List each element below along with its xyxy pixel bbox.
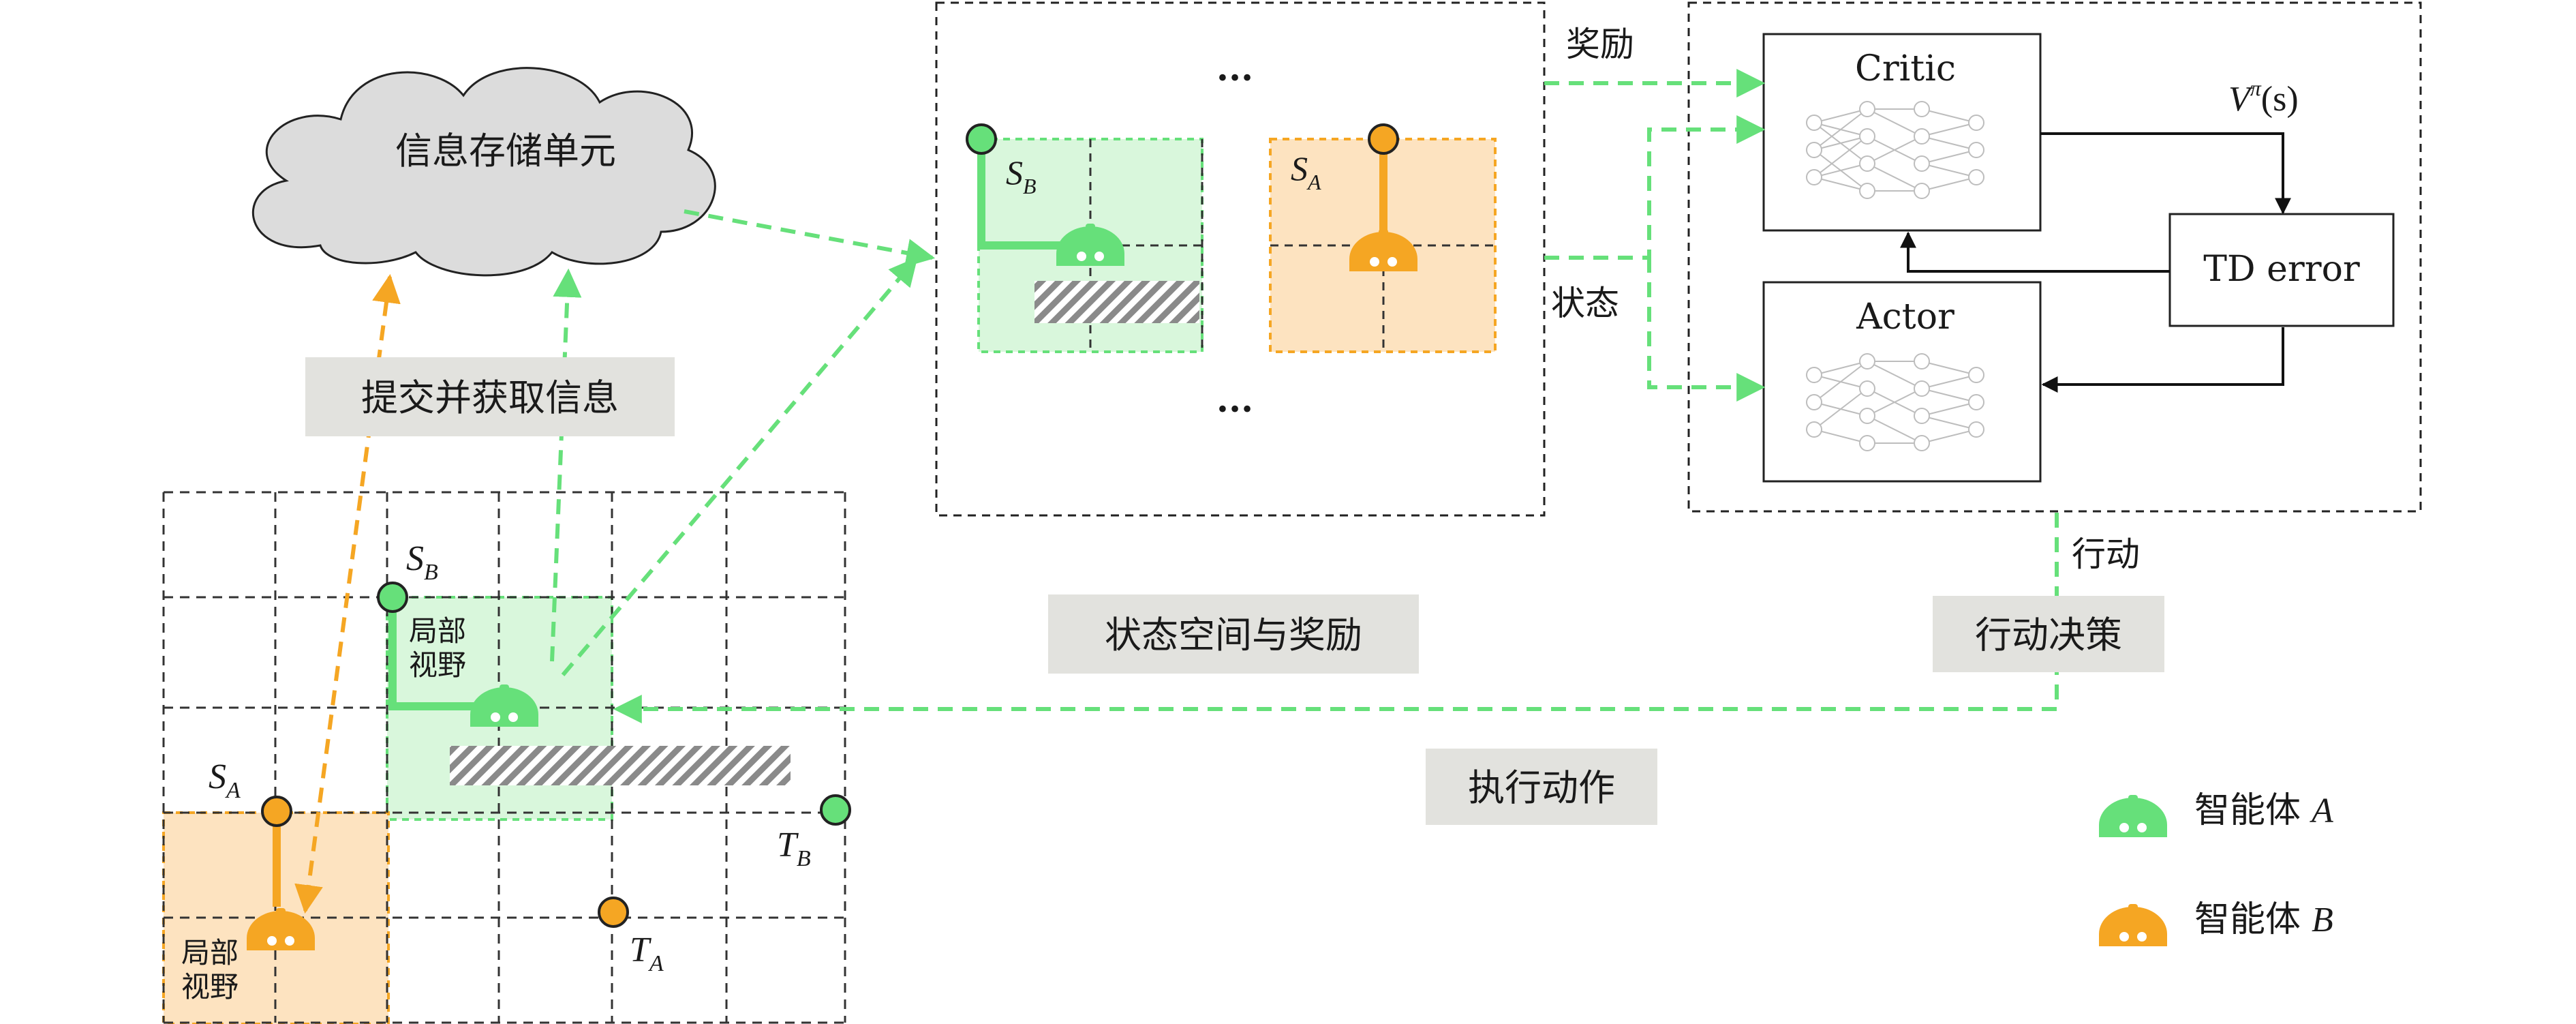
rl-panel: Critic Actor: [1687, 1, 2422, 513]
state-space-label-box: [1048, 594, 1419, 674]
cloud-label: 信息存储单元: [395, 130, 616, 172]
reward-label: 奖励: [1566, 25, 1634, 64]
state-obstacle: [1034, 281, 1199, 323]
target-point-a: [598, 897, 629, 928]
execute-label-box: [1426, 749, 1657, 825]
state-space-label: 状态空间与奖励: [1105, 614, 1362, 657]
value-function-label: Vπ(s): [2228, 76, 2299, 119]
ellipsis-bottom: ...: [1216, 379, 1253, 421]
state-label: 状态: [1551, 284, 1619, 323]
execute-label: 执行动作: [1468, 766, 1615, 809]
sb-grid-label: SB: [406, 539, 438, 585]
action-decision-label: 行动决策: [1975, 614, 2122, 657]
grid-world: SB SA TB TA 局部 视野 局部 视野: [162, 491, 851, 1024]
target-point-b: [820, 794, 851, 826]
tb-grid-label: TB: [777, 826, 811, 871]
obstacle: [450, 746, 791, 785]
td-error-label: TD error: [2203, 249, 2360, 290]
info-storage-cloud: 信息存储单元: [251, 67, 716, 277]
state-panel: ... ... SB SA: [935, 1, 1546, 517]
td-error-box: [2168, 213, 2395, 327]
local-view-label-b-2: 视野: [181, 970, 239, 1004]
sb-panel-label: SB: [1006, 153, 1037, 198]
critic-label: Critic: [1855, 48, 1956, 89]
legend-agent-a-icon: [2099, 795, 2167, 837]
action-label: 行动: [2072, 534, 2140, 574]
start-point-b: [377, 582, 408, 613]
ellipsis-top: ...: [1216, 48, 1253, 89]
actor-label: Actor: [1856, 297, 1954, 337]
action-decision-label-box: [1933, 596, 2164, 672]
local-view-label-a-1: 局部: [409, 614, 466, 648]
ta-grid-label: TA: [630, 931, 664, 976]
submit-label: 提交并获取信息: [361, 376, 619, 419]
sa-panel-label: SA: [1291, 149, 1321, 194]
legend-agent-b-icon: [2099, 904, 2167, 946]
start-point-a: [261, 796, 292, 827]
actor-network-icon: [1806, 353, 1984, 451]
local-view-label-a-2: 视野: [409, 648, 466, 682]
local-view-label-b-1: 局部: [181, 936, 239, 969]
submit-label-box: [305, 357, 675, 436]
state-start-point-b: [966, 123, 997, 155]
state-start-point-a: [1368, 123, 1399, 155]
sa-grid-label: SA: [209, 757, 241, 803]
critic-network-icon: [1806, 101, 1984, 199]
